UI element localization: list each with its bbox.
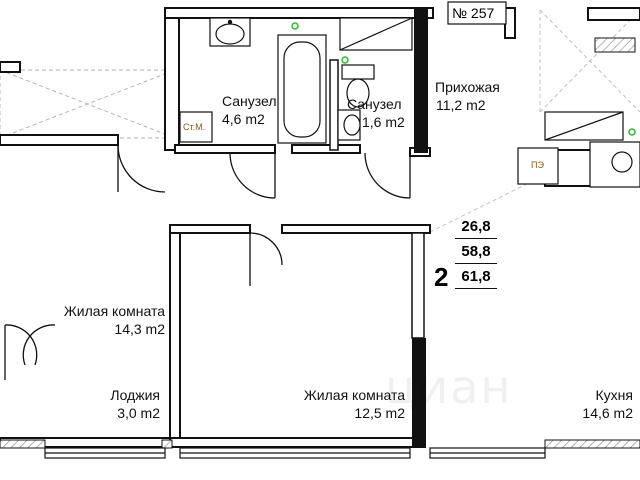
room-area-loggia: 3,0 m2 [117, 405, 160, 421]
room-name-bathroom-1: Санузел [222, 93, 277, 109]
room-name-kitchen: Кухня [595, 387, 633, 403]
walls [0, 7, 640, 448]
living-wall-dark [412, 338, 426, 448]
room-name-bathroom-2: Санузел [347, 96, 402, 112]
area-summary: 26,8 58,8 61,8 [455, 218, 497, 293]
room-area-kitchen: 14,6 m2 [582, 405, 633, 421]
room-area-living-2: 12,5 m2 [354, 405, 405, 421]
room-area-bathroom-2: 1,6 m2 [362, 114, 405, 130]
room-name-hallway: Прихожая [435, 79, 500, 95]
marker-icon [628, 128, 636, 136]
partition-right [411, 232, 425, 339]
partition-thin [329, 59, 339, 151]
area-total: 58,8 [455, 243, 497, 264]
room-name-living-2: Жилая комната [303, 387, 405, 403]
sink-small [337, 109, 361, 141]
dashed-zone-left [0, 69, 176, 139]
marker-icon [341, 56, 349, 64]
room-name-loggia: Лоджия [110, 387, 160, 403]
doors [4, 144, 411, 380]
panel-marker: ПЭ [531, 160, 544, 170]
area-living: 26,8 [455, 218, 497, 239]
room-area-living-1: 14,3 m2 [114, 321, 165, 337]
bathtub [277, 34, 327, 144]
room-count: 2 [434, 262, 449, 292]
dashed-zone-right [539, 9, 640, 113]
panel-box [517, 147, 559, 185]
marker-icon [291, 22, 299, 30]
hatched-walls [0, 37, 640, 449]
windows [44, 447, 546, 459]
room-area-hallway: 11,2 m2 [436, 97, 486, 113]
area-total-with-loggia: 61,8 [455, 268, 497, 289]
watermark: циан [385, 360, 513, 414]
apartment-number-box [447, 1, 507, 25]
sink-left [209, 17, 251, 47]
toilet [341, 64, 375, 108]
washing-machine [339, 17, 413, 51]
apartment-number: № 257 [452, 5, 495, 21]
room-name-living-1: Жилая комната [63, 303, 165, 319]
riser-box [179, 111, 213, 143]
kitchen-counter [544, 111, 640, 188]
bath-wall-dark [414, 8, 428, 153]
room-area-bathroom-1: 4,6 m2 [222, 111, 265, 127]
riser-marker: Ст.М. [183, 122, 206, 132]
